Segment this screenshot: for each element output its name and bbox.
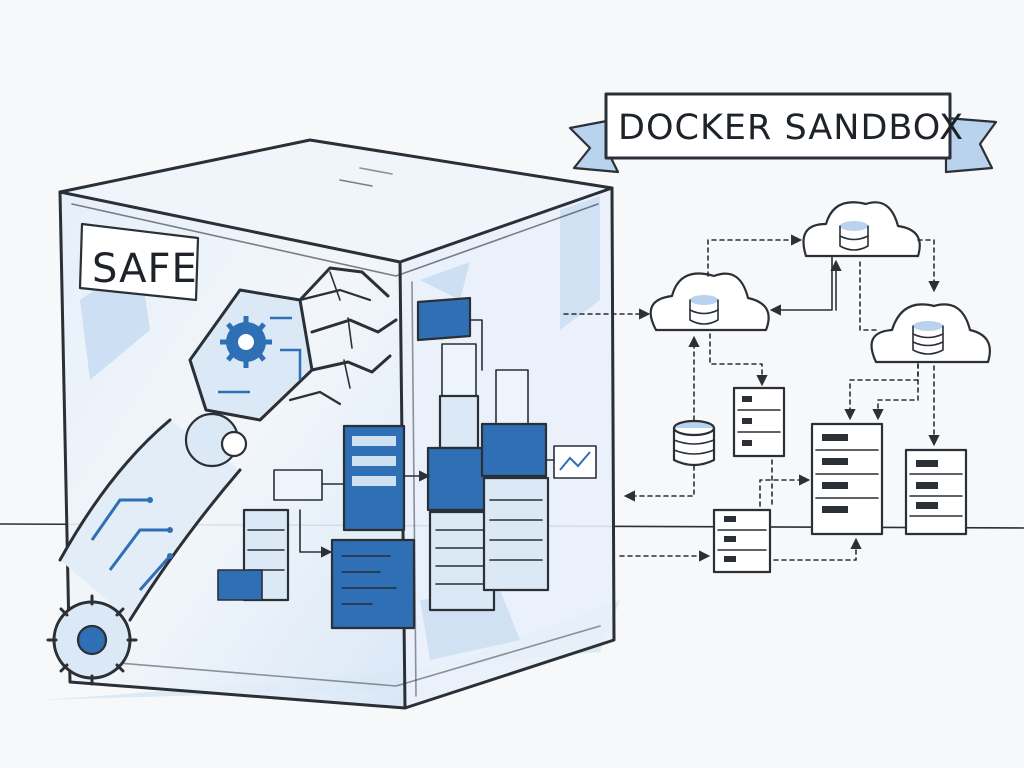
network-diagram — [563, 201, 991, 574]
server-rack-icon — [904, 448, 968, 536]
banner-title: DOCKER SANDBOX — [618, 108, 964, 148]
server-stack-inside — [217, 296, 597, 630]
title-banner: DOCKER SANDBOX — [568, 92, 998, 174]
database-icon — [672, 419, 716, 467]
cloud-database-icon — [870, 303, 991, 364]
cloud-database-icon — [649, 272, 770, 332]
network-connectors — [563, 234, 940, 562]
server-rack-icon — [810, 422, 884, 536]
server-rack-icon — [712, 508, 772, 574]
safe-label: SAFE — [92, 246, 198, 292]
chart-screen-icon — [559, 451, 591, 471]
gear-icon — [220, 316, 272, 368]
cloud-database-icon — [802, 201, 921, 258]
server-rack-icon — [732, 386, 786, 458]
safe-sign: SAFE — [78, 222, 200, 302]
robot-arm-icon — [46, 266, 398, 686]
